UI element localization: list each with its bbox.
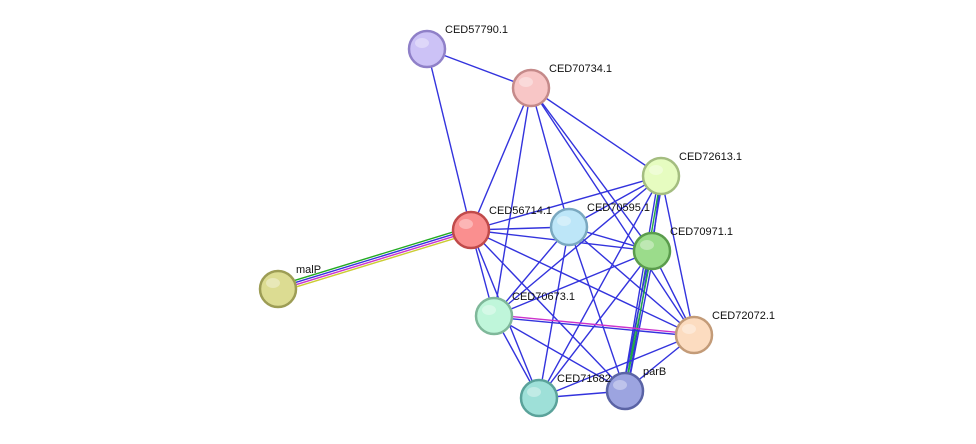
- edge-CED72072.1-CED71682: [538, 334, 695, 399]
- edge-CED56714.1-malP: [276, 226, 471, 287]
- node-CED70971.1[interactable]: CED70971.1: [632, 226, 733, 271]
- edge-CED70971.1-parB: [622, 250, 651, 391]
- edge-CED70595.1-CED71682: [538, 226, 570, 399]
- node-highlight: [649, 165, 663, 175]
- node-CED57790.1[interactable]: CED57790.1: [407, 24, 508, 69]
- node-CED71682[interactable]: CED71682: [519, 373, 611, 418]
- node-circle[interactable]: [641, 156, 681, 196]
- edge-CED70595.1-CED72072.1: [568, 226, 695, 336]
- node-circle[interactable]: [407, 29, 447, 69]
- edge-CED70734.1-CED72072.1: [530, 87, 695, 336]
- node-highlight: [459, 219, 473, 229]
- node-highlight: [266, 278, 280, 288]
- edge-CED56714.1-malP: [278, 230, 472, 291]
- node-circle[interactable]: [511, 68, 551, 108]
- node-highlight: [640, 240, 654, 250]
- network-edges: [276, 48, 695, 399]
- node-circle[interactable]: [549, 207, 589, 247]
- node-circle[interactable]: [632, 231, 672, 271]
- node-circle[interactable]: [474, 296, 514, 336]
- node-label: CED72613.1: [679, 151, 742, 163]
- node-label: malP: [296, 264, 321, 276]
- node-highlight: [527, 387, 541, 397]
- edge-CED56714.1-malP: [277, 228, 471, 289]
- node-highlight: [415, 38, 429, 48]
- node-label: CED72072.1: [712, 310, 775, 322]
- node-label: CED70595.1: [587, 202, 650, 214]
- node-label: CED70971.1: [670, 226, 733, 238]
- node-highlight: [519, 77, 533, 87]
- node-label: CED70734.1: [549, 63, 612, 75]
- edge-CED72613.1-parB: [622, 175, 660, 391]
- node-circle[interactable]: [674, 315, 714, 355]
- node-CED70673.1[interactable]: CED70673.1: [474, 291, 575, 336]
- edge-CED70971.1-CED70673.1: [493, 250, 653, 317]
- edge-CED70595.1-parB: [568, 226, 626, 392]
- edge-CED70673.1-CED72072.1: [493, 316, 694, 337]
- edge-CED56714.1-malP: [278, 232, 473, 293]
- node-parB[interactable]: parB: [605, 366, 666, 411]
- edge-CED72613.1-CED56714.1: [470, 175, 662, 231]
- edge-CED72613.1-CED71682: [538, 175, 662, 399]
- node-highlight: [557, 216, 571, 226]
- node-highlight: [682, 324, 696, 334]
- node-label: CED70673.1: [512, 291, 575, 303]
- edge-CED72613.1-CED72072.1: [660, 175, 695, 336]
- edge-CED70595.1-CED70673.1: [493, 226, 570, 317]
- edge-CED70734.1-CED72613.1: [530, 87, 662, 177]
- edge-CED57790.1-CED56714.1: [426, 48, 472, 231]
- node-CED70734.1[interactable]: CED70734.1: [511, 63, 612, 108]
- edge-CED56714.1-CED72072.1: [470, 229, 695, 336]
- edge-CED70673.1-CED72072.1: [494, 314, 695, 335]
- node-label: CED71682: [557, 373, 611, 385]
- node-CED72072.1[interactable]: CED72072.1: [674, 310, 775, 355]
- edge-CED70673.1-parB: [493, 315, 626, 392]
- edge-CED70971.1-parB: [624, 250, 653, 392]
- node-CED72613.1[interactable]: CED72613.1: [641, 151, 742, 196]
- node-malP[interactable]: malP: [258, 264, 321, 309]
- edge-CED70734.1-CED70673.1: [493, 87, 532, 317]
- node-circle[interactable]: [258, 269, 298, 309]
- edge-CED72613.1-CED70673.1: [493, 175, 662, 317]
- edge-CED70734.1-CED70971.1: [530, 87, 653, 252]
- network-nodes: CED57790.1CED70734.1CED72613.1CED56714.1…: [258, 24, 775, 418]
- node-CED56714.1[interactable]: CED56714.1: [451, 205, 552, 250]
- node-CED70595.1[interactable]: CED70595.1: [549, 202, 650, 247]
- node-highlight: [482, 305, 496, 315]
- node-circle[interactable]: [605, 371, 645, 411]
- edge-CED56714.1-parB: [470, 229, 626, 392]
- node-highlight: [613, 380, 627, 390]
- node-label: CED56714.1: [489, 205, 552, 217]
- node-label: CED57790.1: [445, 24, 508, 36]
- node-circle[interactable]: [451, 210, 491, 250]
- edge-CED70734.1-CED56714.1: [470, 87, 532, 231]
- node-label: parB: [643, 366, 666, 378]
- edge-CED70971.1-parB: [626, 251, 655, 392]
- node-circle[interactable]: [519, 378, 559, 418]
